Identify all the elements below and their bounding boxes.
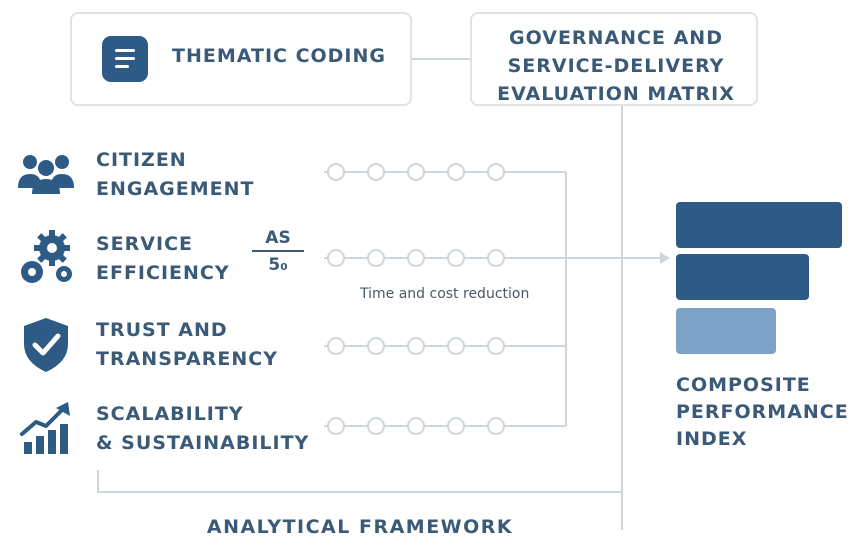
index-label-line: PERFORMANCE	[676, 401, 849, 423]
dimension-line: TRUST AND	[96, 319, 228, 341]
thematic-coding-title: THEMATIC CODING	[172, 45, 386, 67]
dimension-line: SCALABILITY	[96, 403, 244, 425]
node-circle	[487, 337, 505, 355]
dimension-trust-transparency: TRUST AND TRANSPARENCY	[96, 316, 278, 374]
shield-check-icon	[24, 318, 68, 372]
evaluation-matrix-title: GOVERNANCE AND SERVICE-DELIVERY EVALUATI…	[488, 24, 744, 108]
gears-icon	[21, 230, 72, 283]
matrix-title-line-2: SERVICE-DELIVERY	[507, 55, 725, 77]
dimension-line: CITIZEN	[96, 149, 187, 171]
dimension-scalability-sustainability: SCALABILITY & SUSTAINABILITY	[96, 400, 309, 458]
dimension-line: SERVICE	[96, 233, 193, 255]
index-bar	[676, 308, 776, 354]
dimension-service-efficiency: SERVICE EFFICIENCY	[96, 230, 230, 288]
people-group-icon	[18, 155, 74, 194]
node-circle	[447, 163, 465, 181]
node-circle	[327, 417, 345, 435]
dimension-line: ENGAGEMENT	[96, 178, 255, 200]
growth-chart-icon	[20, 402, 70, 454]
node-circle	[447, 417, 465, 435]
fraction-denominator: 5₀	[268, 255, 288, 275]
index-label-line: INDEX	[676, 428, 748, 450]
dimension-line: EFFICIENCY	[96, 262, 230, 284]
time-cost-annotation: Time and cost reduction	[360, 286, 530, 302]
node-circle	[487, 417, 505, 435]
fraction-numerator: AS	[252, 228, 304, 252]
evaluation-matrix-box	[470, 12, 758, 106]
dimension-line: & SUSTAINABILITY	[96, 432, 310, 454]
node-circle	[487, 163, 505, 181]
node-circle	[367, 417, 385, 435]
node-circle	[407, 163, 425, 181]
node-circle	[367, 337, 385, 355]
node-circle	[447, 249, 465, 267]
node-circle	[327, 337, 345, 355]
matrix-title-line-1: GOVERNANCE AND	[509, 27, 723, 49]
node-circle	[407, 249, 425, 267]
node-circle	[327, 249, 345, 267]
dimension-line: TRANSPARENCY	[96, 348, 278, 370]
index-bar	[676, 202, 842, 248]
composite-index-label: COMPOSITE PERFORMANCE INDEX	[676, 372, 849, 453]
index-label-line: COMPOSITE	[676, 374, 811, 396]
node-circle	[327, 163, 345, 181]
efficiency-fraction: AS 5₀	[252, 228, 304, 275]
matrix-title-line-3: EVALUATION MATRIX	[497, 83, 735, 105]
document-icon	[102, 36, 148, 82]
dimension-citizen-engagement: CITIZEN ENGAGEMENT	[96, 146, 255, 204]
node-circle	[367, 163, 385, 181]
analytical-framework-label: ANALYTICAL FRAMEWORK	[206, 516, 514, 538]
node-circle	[487, 249, 505, 267]
index-bar	[676, 254, 809, 300]
node-circle	[447, 337, 465, 355]
node-circle	[407, 417, 425, 435]
thematic-coding-box	[70, 12, 412, 106]
node-circle	[407, 337, 425, 355]
node-circle	[367, 249, 385, 267]
